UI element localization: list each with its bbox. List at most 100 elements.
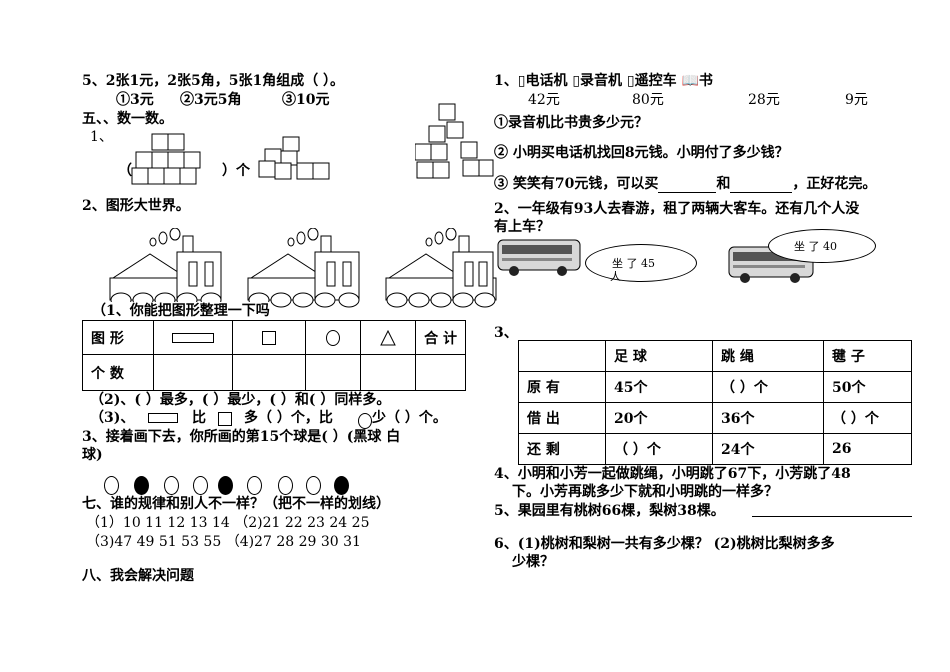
white-ball (247, 476, 262, 495)
r1-question-2: ② 小明买电话机找回8元钱。小明付了多少钱？ (494, 145, 789, 161)
circle-shape (358, 413, 372, 429)
count-cell[interactable] (232, 354, 307, 391)
rectangle-shape (172, 332, 215, 343)
section-7-title: 七、谁的规律和别人不一样？（把不一样的划线） (82, 496, 390, 512)
q5-option-2: ②3元5角 (180, 92, 242, 108)
table-header-blank (518, 340, 606, 372)
white-ball (193, 476, 208, 495)
q2-sub3-more: 多（ ）个，比 (244, 410, 333, 426)
row-label-original: 原 有 (518, 371, 606, 403)
black-ball (334, 476, 349, 495)
q2-title: 2、图形大世界。 (82, 198, 190, 214)
shape-count-table: 图 形 合 计 个 数 (81, 320, 466, 391)
white-ball (278, 476, 293, 495)
r5-text: 5、果园里有桃树66棵，梨树38棵。 (494, 503, 725, 519)
table-cell: 24个 (712, 433, 824, 465)
count-cell[interactable] (415, 354, 466, 391)
section-5-title: 五、、数一数。 (82, 111, 173, 127)
q2-sub2: （2)、( ）最多，( ）最少，( ）和( ）同样多。 (90, 392, 391, 408)
table-header-row: 足 球 跳 绳 毽 子 (518, 340, 912, 372)
r4-line1: 4、小明和小芳一起做跳绳，小明跳了67下，小芳跳了48 (494, 466, 851, 482)
cell-triangle (360, 320, 417, 355)
speech-bubble-1 (585, 244, 697, 282)
r4-line2: 下。小芳再跳多少下就和小明跳的一样多？ (512, 484, 778, 500)
q5-question: 5、2张1元，2张5角，5张1角组成（ ）。 (82, 73, 345, 89)
q2-sub1: （1、你能把图形整理一下吗 (92, 302, 270, 320)
count-paren-close: ）个 (222, 163, 250, 179)
count-cell[interactable] (360, 354, 417, 391)
table-cell: 26 (823, 433, 912, 465)
table-header-total: 合 计 (415, 320, 466, 355)
cell-square (232, 320, 307, 355)
bubble1-text-people: 人 (610, 270, 621, 283)
section-5-item: 1、 (90, 129, 113, 145)
table-row: 原 有 45个 （ ）个 50个 (518, 371, 912, 403)
table-header-shuttlecock: 毽 子 (823, 340, 912, 372)
r1-question-1: ①录音机比书贵多少元？ (494, 115, 648, 131)
r6-line2: 少棵？ (512, 554, 554, 570)
white-ball (164, 476, 179, 495)
q3-line2: 球) (82, 447, 103, 463)
table-cell: 50个 (823, 371, 912, 403)
speech-bubble-2 (768, 229, 876, 263)
r1-q3-prefix: ③ 笑笑有70元钱，可以买 (494, 176, 659, 192)
answer-line[interactable] (752, 502, 912, 517)
table-cell: 20个 (605, 402, 713, 434)
table-cell[interactable]: （ ）个 (712, 371, 824, 403)
answer-blank[interactable] (658, 178, 717, 193)
row-label-lent: 借 出 (518, 402, 606, 434)
table-cell: 36个 (712, 402, 824, 434)
bubble2-text: 坐 了 40 (794, 240, 837, 253)
cube-stack-1 (131, 133, 201, 185)
table-cell[interactable]: （ ）个 (823, 402, 912, 434)
r2-line1: 2、一年级有93人去春游，租了两辆大客车。还有几个人没 (494, 201, 860, 217)
r3-label: 3、 (494, 325, 518, 341)
section-7-row2: （3)47 49 51 53 55 （4)27 28 29 30 31 (86, 534, 361, 550)
section-7-row1: （1）10 11 12 13 14 （2)21 22 23 24 25 (86, 515, 370, 531)
q5-option-1: ①3元 (116, 92, 154, 108)
r6-line1: 6、(1)桃树和梨树一共有多少棵？ (2)桃树比梨树多多 (494, 536, 835, 552)
square-shape (218, 412, 232, 426)
section-8-title: 八、我会解决问题 (82, 568, 194, 584)
r1-q3-suffix: ，正好花完。 (792, 176, 877, 192)
answer-blank[interactable] (730, 178, 793, 193)
count-cell[interactable] (305, 354, 362, 391)
table-row-count-label: 个 数 (81, 354, 155, 391)
black-ball (134, 476, 149, 495)
table-header-jump-rope: 跳 绳 (712, 340, 824, 372)
cell-circle (305, 320, 362, 355)
sports-equipment-table: 足 球 跳 绳 毽 子 原 有 45个 （ ）个 50个 借 出 20个 36个… (518, 340, 912, 465)
row-label-remaining: 还 剩 (518, 433, 606, 465)
q2-sub3-than: 比 (192, 410, 206, 426)
white-ball (104, 476, 119, 495)
q5-option-3: ③10元 (282, 92, 330, 108)
triangle-shape (380, 329, 396, 345)
table-header-football: 足 球 (605, 340, 713, 372)
table-cell: 45个 (605, 371, 713, 403)
r2-line2: 有上车？ (494, 219, 550, 235)
count-cell[interactable] (153, 354, 234, 391)
table-header-shape: 图 形 (81, 320, 155, 355)
price-recorder: 80元 (632, 92, 664, 108)
r1-items-line: 1、▯电话机 ▯录音机 ▯遥控车 📖书 (494, 73, 713, 89)
price-remote-car: 28元 (748, 92, 780, 108)
bubble1-text: 坐 了 45 (612, 257, 655, 270)
table-row: 借 出 20个 36个 （ ）个 (518, 402, 912, 434)
count-paren-open: （ (118, 163, 132, 179)
black-ball (218, 476, 233, 495)
table-cell[interactable]: （ ）个 (605, 433, 713, 465)
square-shape (262, 330, 277, 345)
rectangle-shape (148, 413, 178, 423)
cell-rectangle (153, 320, 234, 355)
price-book: 9元 (845, 92, 868, 108)
r1-q3-and: 和 (716, 176, 731, 192)
r1-question-3: ③ 笑笑有70元钱，可以买 和 ，正好花完。 (494, 175, 876, 193)
cube-stack-2 (258, 136, 330, 180)
price-phone: 42元 (528, 92, 560, 108)
q3-line1: 3、接着画下去，你所画的第15个球是( ）(黑球 白 (82, 429, 401, 445)
q2-sub3-prefix: （3)、 (90, 410, 135, 426)
white-ball (306, 476, 321, 495)
q2-sub3-less: 少（ ）个。 (372, 410, 447, 426)
train-shapes-picture (109, 228, 497, 308)
bus-picture-1 (497, 239, 581, 276)
